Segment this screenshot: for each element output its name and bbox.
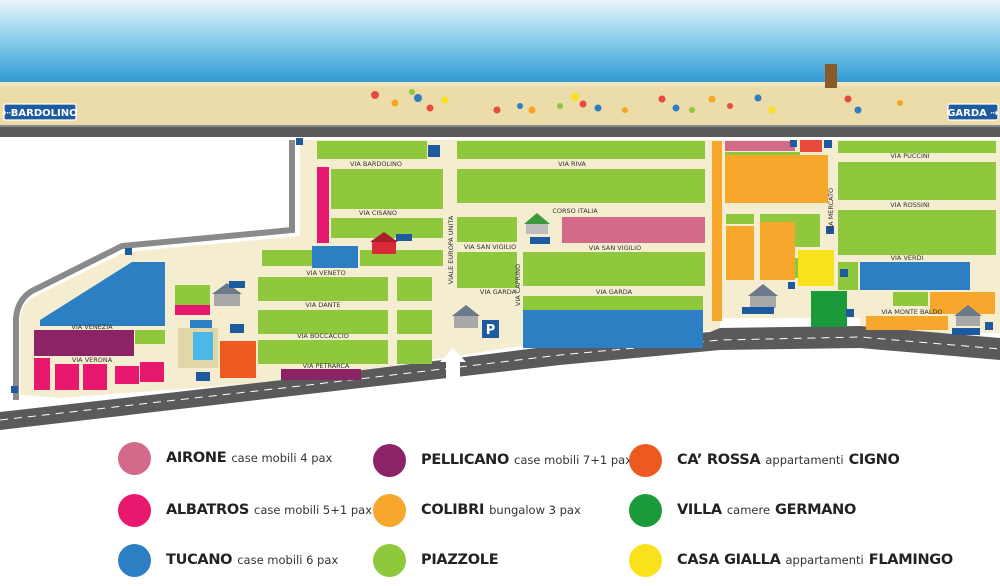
legend-item-pellicano: PELLICANO case mobili 7+1 pax	[373, 442, 632, 478]
legend-name: TUCANO	[166, 552, 233, 568]
beach	[0, 82, 1000, 126]
street-via-petrarca: VIA PETRARCA	[303, 362, 350, 370]
ca-rossa-area	[220, 341, 256, 378]
legend-name: CASA GIALLA	[677, 552, 781, 568]
legend-name: AIRONE	[166, 450, 227, 466]
building-icon	[524, 213, 550, 234]
street-viale-europa-unita: VIALE EUROPA UNITA	[447, 215, 455, 284]
street-via-cisano: VIA CISANO	[359, 209, 397, 217]
building-icon	[954, 305, 982, 326]
legend-desc: case mobili 7+1 pax	[514, 453, 632, 467]
tucano-area	[40, 246, 970, 348]
legend-name: PELLICANO	[421, 452, 510, 468]
legend-desc: case mobili 5+1 pax	[254, 503, 372, 517]
sign-garda-label: GARDA ⇢	[947, 108, 999, 119]
street-via-dante: VIA DANTE	[305, 301, 340, 309]
street-via-mercato: VIA MERCATO	[827, 188, 835, 232]
street-via-san-vigilio-2: VIA SAN VIGILIO	[589, 244, 641, 252]
building-icon	[748, 284, 778, 308]
service-icons	[11, 138, 993, 393]
building-icon	[370, 232, 398, 254]
legend-name-secondary: CIGNO	[848, 452, 900, 468]
sign-bardolino: ⇠BARDOLINO	[2, 103, 78, 121]
piazzole-plots	[135, 141, 996, 364]
legend-item-casa-gialla: CASA GIALLA appartamenti FLAMINGO	[629, 542, 953, 578]
legend-swatch	[373, 543, 406, 577]
legend-name-secondary: FLAMINGO	[868, 552, 953, 568]
legend-swatch	[629, 443, 662, 477]
parking-sign: P	[482, 320, 499, 338]
sign-garda: GARDA ⇢	[947, 103, 999, 121]
legend-desc: camere	[726, 503, 771, 517]
street-via-verona: VIA VERONA	[72, 356, 113, 364]
street-via-riva: VIA RIVA	[558, 160, 586, 168]
campsite-map: ⇠BARDOLINO GARDA ⇢	[0, 0, 1000, 430]
colibri-area	[712, 141, 995, 330]
legend-name: PIAZZOLE	[421, 552, 499, 568]
street-via-venezia: VIA VENEZIA	[71, 323, 113, 331]
albatros-area	[34, 167, 329, 390]
legend-item-airone: AIRONE case mobili 4 pax	[118, 440, 332, 476]
legend-desc: appartamenti	[785, 553, 864, 567]
casa-gialla-area	[798, 250, 834, 286]
airone-area	[562, 141, 795, 243]
legend-item-colibri: COLIBRI bungalow 3 pax	[373, 492, 581, 528]
street-via-boccaccio: VIA BOCCACCIO	[297, 332, 349, 340]
street-via-caprino: VIA CAPRINO	[514, 264, 522, 306]
lakeside-road	[0, 125, 1000, 137]
shop-icon	[800, 140, 822, 152]
entrance-arrow	[440, 348, 466, 378]
sign-bardolino-label: ⇠BARDOLINO	[2, 108, 77, 119]
lake	[0, 0, 1000, 84]
legend-name-secondary: GERMANO	[775, 502, 857, 518]
legend-swatch	[629, 543, 662, 577]
legend-swatch	[373, 443, 406, 477]
legend-name: VILLA	[677, 502, 722, 518]
pellicano-area	[34, 330, 361, 380]
beach-shore	[0, 82, 1000, 86]
legend-swatch	[118, 441, 151, 475]
legend-desc: appartamenti	[765, 453, 844, 467]
main-road	[0, 326, 1000, 430]
legend-item-ca-rossa: CA’ ROSSA appartamenti CIGNO	[629, 442, 900, 478]
street-via-garda-2: VIA GARDA	[596, 288, 633, 296]
street-via-verdi: VIA VERDI	[891, 254, 924, 262]
beach-umbrellas	[371, 89, 903, 114]
villa-area	[811, 291, 847, 327]
pier	[825, 64, 837, 88]
legend-swatch	[629, 493, 662, 527]
building-icon	[452, 305, 480, 328]
street-via-bardolino: VIA BARDOLINO	[350, 160, 402, 168]
legend-swatch	[118, 493, 151, 527]
building-icon	[212, 283, 242, 306]
map-legend: AIRONE case mobili 4 pax ALBATROS case m…	[0, 430, 1000, 586]
legend-desc: case mobili 6 pax	[237, 553, 339, 567]
legend-item-albatros: ALBATROS case mobili 5+1 pax	[118, 492, 372, 528]
street-via-rossini: VIA ROSSINI	[890, 201, 930, 209]
legend-desc: bungalow 3 pax	[489, 503, 581, 517]
street-via-veneto: VIA VENETO	[306, 269, 346, 277]
legend-swatch	[118, 543, 151, 577]
legend-name: ALBATROS	[166, 502, 250, 518]
street-via-san-vigilio-1: VIA SAN VIGILIO	[464, 243, 516, 251]
legend-item-piazzole: PIAZZOLE	[373, 542, 499, 578]
legend-swatch	[373, 493, 406, 527]
perimeter-road	[13, 140, 295, 400]
legend-desc: case mobili 4 pax	[231, 451, 333, 465]
parking-label: P	[486, 323, 496, 338]
street-via-puccini: VIA PUCCINI	[890, 152, 929, 160]
legend-item-villa: VILLA camere GERMANO	[629, 492, 856, 528]
street-via-garda-1: VIA GARDA	[480, 288, 517, 296]
street-corso-italia: CORSO ITALIA	[552, 207, 598, 215]
legend-name: COLIBRI	[421, 502, 485, 518]
street-via-monte-baldo: VIA MONTE BALDO	[881, 308, 942, 316]
legend-item-tucano: TUCANO case mobili 6 pax	[118, 542, 338, 578]
legend-name: CA’ ROSSA	[677, 452, 761, 468]
